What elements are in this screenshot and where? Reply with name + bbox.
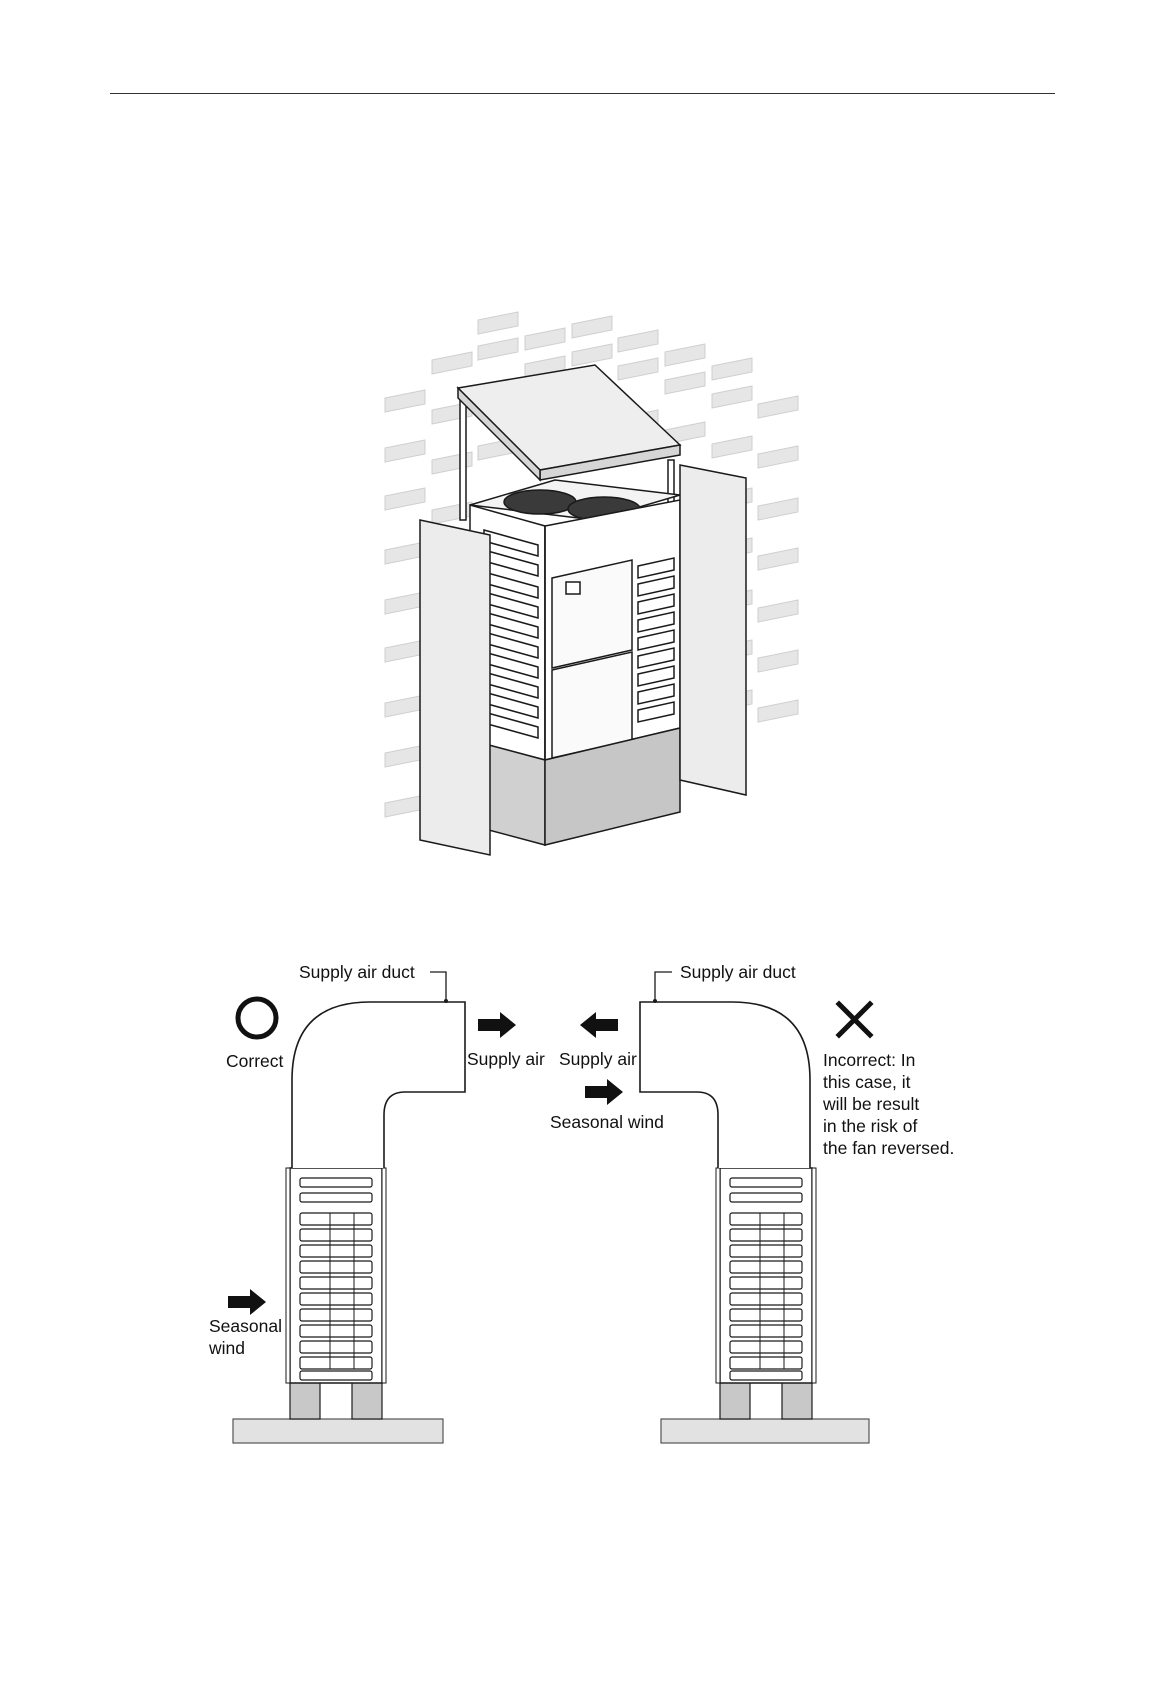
ground-slab [661, 1419, 869, 1443]
outdoor-unit [286, 1168, 386, 1383]
duct-label-left: Supply air duct [299, 961, 415, 983]
seasonal-wind-label-right: Seasonal wind [550, 1111, 664, 1133]
incorrect-configuration [580, 972, 870, 1443]
circle-icon [238, 999, 276, 1037]
incorrect-note-line: Incorrect: In [823, 1049, 915, 1071]
duct-label-right: Supply air duct [680, 961, 796, 983]
unit-base [290, 1381, 382, 1419]
supply-air-duct [292, 1002, 465, 1168]
unit-base [720, 1381, 812, 1419]
correct-label: Correct [226, 1050, 283, 1072]
outdoor-unit [716, 1168, 816, 1383]
arrow-right-icon [228, 1289, 266, 1315]
arrow-right-icon [585, 1079, 623, 1105]
arrow-right-icon [478, 1012, 516, 1038]
ground-slab [233, 1419, 443, 1443]
arrow-left-icon [580, 1012, 618, 1038]
seasonal-wind-label-left-line2: wind [209, 1337, 245, 1359]
supply-air-duct [640, 1002, 810, 1168]
incorrect-note-line: in the risk of [823, 1115, 917, 1137]
supply-air-label-right: Supply air [559, 1048, 637, 1070]
incorrect-note-line: the fan reversed. [823, 1137, 954, 1159]
cross-icon [839, 1004, 870, 1035]
correct-configuration [228, 972, 516, 1443]
seasonal-wind-label-left: Seasonal [209, 1315, 282, 1337]
incorrect-note-line: will be result [823, 1093, 919, 1115]
supply-air-label-left: Supply air [467, 1048, 545, 1070]
incorrect-note-line: this case, it [823, 1071, 911, 1093]
